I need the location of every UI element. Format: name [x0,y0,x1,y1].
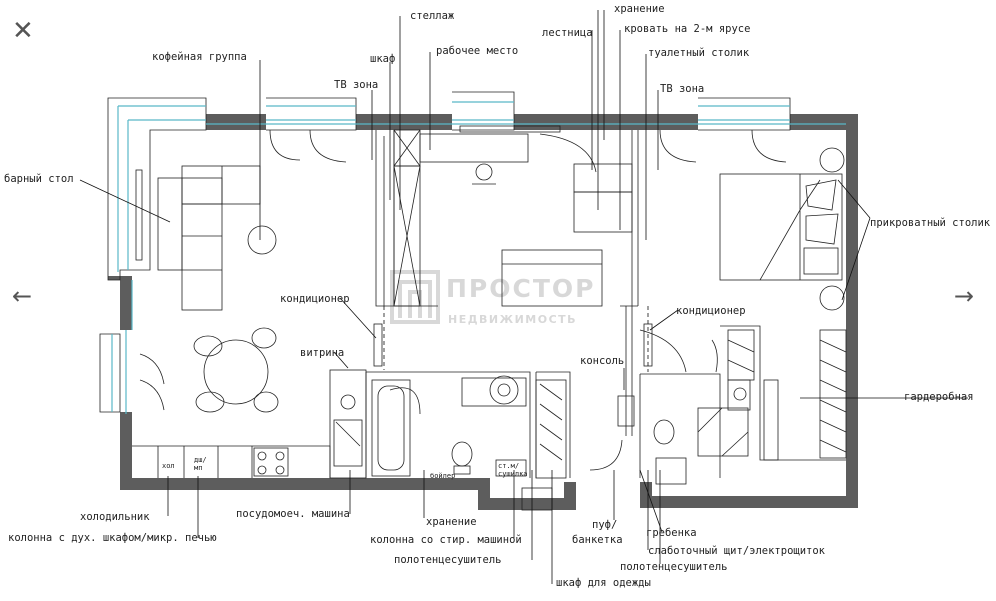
bathroom-bedroom [653,379,751,485]
label-oven-short: дш/ [194,456,207,464]
furniture [132,133,847,511]
label-wardrobe: шкаф [370,53,395,65]
sofa [157,165,261,311]
walls [108,114,858,510]
label-tv-zone-1: ТВ зона [334,79,378,91]
close-icon[interactable]: ✕ [12,16,34,46]
label-console: консоль [580,355,624,367]
dining-table [193,327,279,413]
interior-walls [365,129,846,478]
work-desk [419,133,529,185]
labels: стеллаж хранение кровать на 2-м ярусе ко… [4,3,991,589]
label-fridge: холодильник [80,511,150,523]
air-conditioner-left [373,323,383,367]
bathroom-main [371,375,567,479]
label-dryer-short: сушилка [498,470,528,478]
watermark: ПРОСТОР НЕДВИЖИМОСТЬ [390,270,595,326]
leader-lines [79,10,968,584]
label-washer-column: колонна со стир. машиной [370,534,522,546]
label-fridge-short: хол [162,462,175,470]
loft-bed [501,163,633,307]
label-oven-column: колонна с дух. шкафом/микр. печью [8,532,217,544]
label-dishwasher: посудомоеч. машина [236,508,350,520]
label-ac-right: кондиционер [676,305,746,317]
label-towel-dryer-1: полотенцесушитель [394,554,501,566]
label-display-case: витрина [300,347,344,359]
label-clothes-wardrobe: шкаф для одежды [556,577,651,589]
label-loft-bed: кровать на 2-м ярусе [624,23,750,35]
label-shelving: стеллаж [410,10,455,22]
label-bedside-table: прикроватный столик [870,217,991,229]
kitchen-counter [132,369,367,479]
label-storage-bottom: хранение [426,516,477,528]
label-storage-top: хранение [614,3,665,15]
coffee-table [247,225,277,255]
label-electrical-panel: слаботочный щит/электрощиток [648,545,826,557]
watermark-logo-icon [390,270,440,324]
label-boiler: бойлер [430,472,455,480]
label-bar-table: барный стол [4,173,74,185]
label-manifold: гребенка [646,527,697,539]
label-bench: банкетка [572,534,623,546]
label-tv-zone-2: ТВ зона [660,83,704,95]
watermark-subtitle: НЕДВИЖИМОСТЬ [448,313,577,326]
watermark-title: ПРОСТОР [446,274,595,303]
label-towel-dryer-2: полотенцесушитель [620,561,727,573]
label-walk-in-closet: гардеробная [904,391,974,403]
next-arrow-icon[interactable]: → [953,282,974,310]
label-stairs: лестница [542,27,593,39]
previous-arrow-icon[interactable]: ← [12,282,33,310]
label-dressing-table: туалетный столик [648,47,750,59]
label-workspace: рабочее место [436,45,518,57]
label-ac-left: кондиционер [280,293,350,305]
label-washer-short: ст.м/ [498,462,519,470]
doors [139,129,787,471]
double-bed [719,147,845,311]
label-pouf: пуф/ [592,519,617,531]
label-coffee-group: кофейная группа [152,51,247,63]
window-bays [99,91,846,414]
console-table [617,395,635,427]
label-microwave-short: мп [194,464,202,472]
